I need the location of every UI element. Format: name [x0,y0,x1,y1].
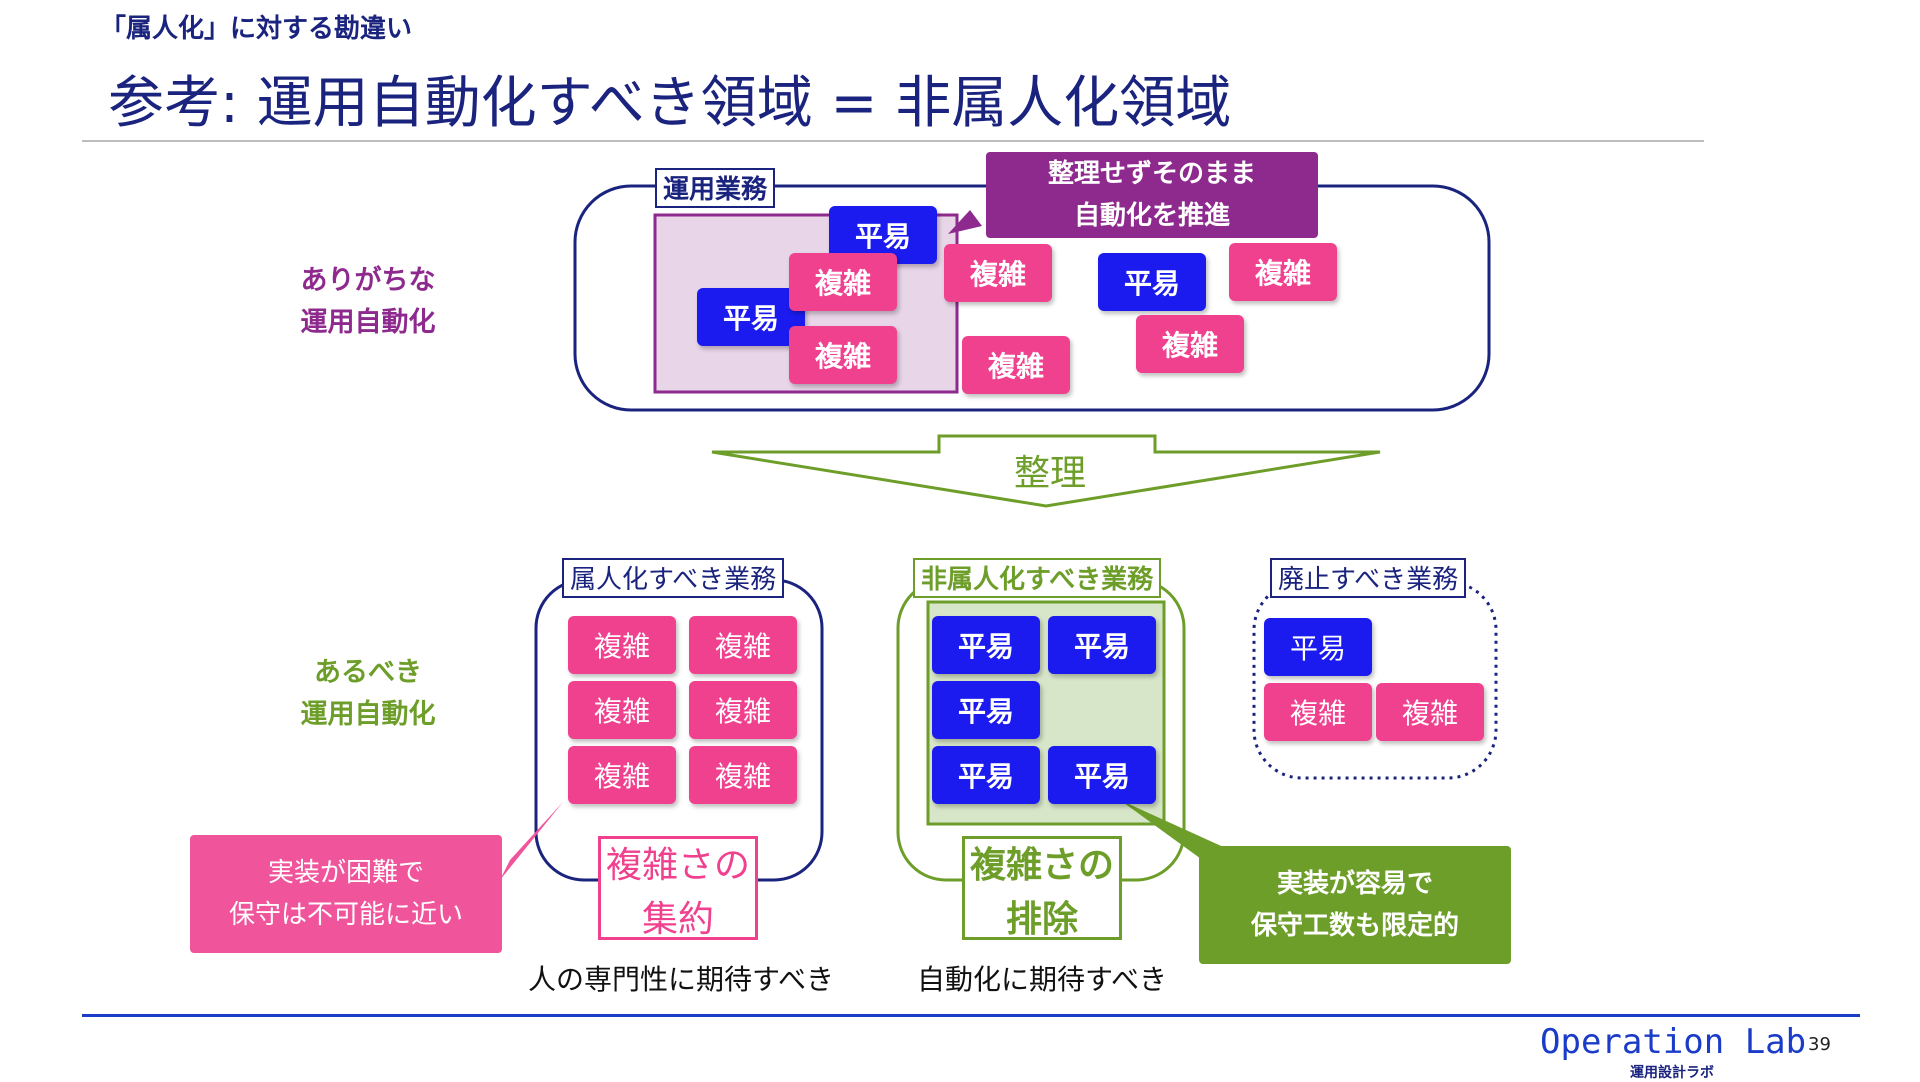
group2-callout: 実装が容易で 保守工数も限定的 [1199,846,1511,964]
group3-chip: 複雑 [1264,683,1372,741]
group2-label: 非属人化すべき業務 [913,558,1162,598]
top-chip-hard: 複雑 [1229,243,1337,301]
page-number: 39 [1808,1034,1831,1055]
group2-chip: 平易 [1048,616,1156,674]
group3-label: 廃止すべき業務 [1270,558,1467,598]
group1-chip: 複雑 [568,616,676,674]
top-chip-easy: 平易 [697,288,805,346]
group1-callout: 実装が困難で 保守は不可能に近い [190,835,502,953]
top-callout: 整理せずそのまま 自動化を推進 [986,152,1318,238]
group1-chip: 複雑 [689,616,797,674]
group2-boxed-label: 複雑さの 排除 [962,836,1122,940]
group1-callout-line1: 実装が困難で [267,858,424,888]
top-row-label: ありがちな 運用自動化 [268,260,468,344]
group2-boxed-line2: 排除 [1005,899,1078,940]
group3-chip: 複雑 [1376,683,1484,741]
eyebrow-heading: 「属人化」に対する勘違い [100,14,413,44]
top-chip-hard: 複雑 [1136,315,1244,373]
bottom-row-label-line1: あるべき [314,657,422,688]
group2-chip: 平易 [932,746,1040,804]
top-callout-line1: 整理せずそのまま [1047,159,1256,189]
top-callout-tail [948,210,982,234]
page-title: 参考: 運用自動化すべき領域 = 非属人化領域 [108,71,1232,136]
group3-chip: 平易 [1264,618,1372,676]
top-chip-easy: 平易 [1098,253,1206,311]
bottom-row-label-line2: 運用自動化 [300,699,436,730]
top-callout-line2: 自動化を推進 [1073,201,1230,231]
group1-caption: 人の専門性に期待すべき [527,963,835,996]
group1-chip: 複雑 [568,746,676,804]
top-row-label-line1: ありがちな [300,265,436,296]
footer-logo: Operation Lab [1540,1022,1807,1062]
title-divider [82,140,1704,142]
bottom-row-label: あるべき 運用自動化 [268,652,468,736]
footer-logo-sub: 運用設計ラボ [1630,1065,1714,1081]
top-chip-hard: 複雑 [789,326,897,384]
group3-outline [1252,580,1498,780]
top-chip-hard: 複雑 [962,336,1070,394]
group2-chip: 平易 [932,616,1040,674]
group2-callout-line1: 実装が容易で [1276,869,1433,899]
group1-chip: 複雑 [568,681,676,739]
group2-caption: 自動化に期待すべき [916,963,1168,996]
group2-chip: 平易 [932,681,1040,739]
group2-chip: 平易 [1048,746,1156,804]
top-row-label-line2: 運用自動化 [300,307,436,338]
group1-label: 属人化すべき業務 [562,558,785,598]
top-chip-hard: 複雑 [789,253,897,311]
group1-boxed-line1: 複雑さの [605,845,750,886]
group1-chip: 複雑 [689,746,797,804]
top-chip-hard: 複雑 [944,244,1052,302]
arrow-label: 整理 [1014,453,1087,494]
footer-divider [82,1014,1860,1017]
down-arrow-shape [711,434,1381,508]
group1-chip: 複雑 [689,681,797,739]
group1-boxed-line2: 集約 [641,899,714,940]
group1-callout-line2: 保守は不可能に近い [228,900,463,930]
ops-group-label: 運用業務 [655,168,776,208]
group2-callout-line2: 保守工数も限定的 [1250,911,1459,941]
pink-callout-tail [500,802,563,880]
group2-boxed-line1: 複雑さの [969,845,1114,886]
group1-boxed-label: 複雑さの 集約 [598,836,758,940]
